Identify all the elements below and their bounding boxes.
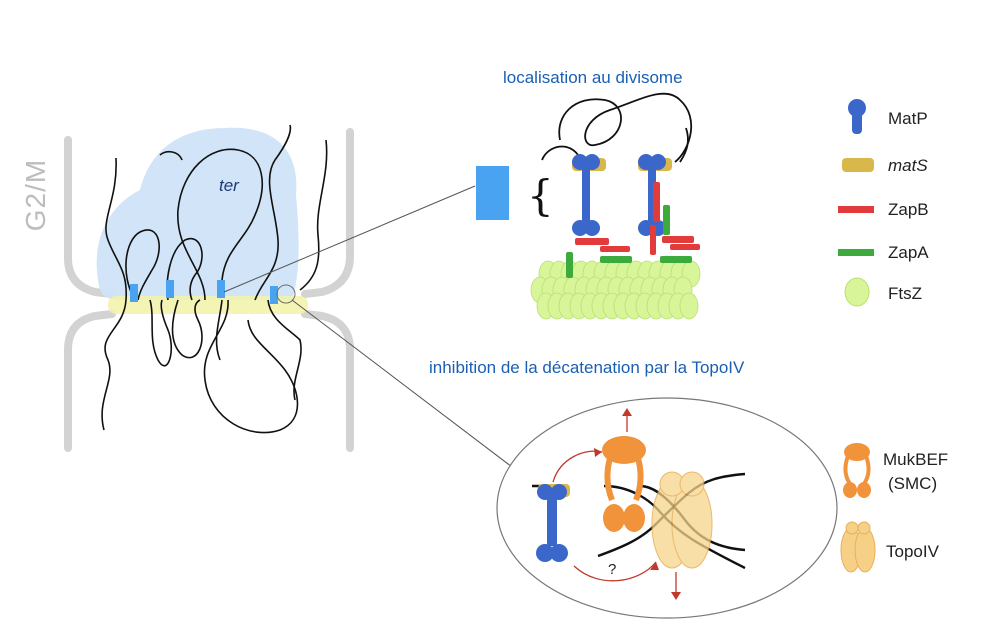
phase-label: G2/M	[20, 158, 51, 232]
brace: {	[527, 171, 554, 220]
cell-envelope	[64, 128, 354, 452]
legend-mukbef-icon	[843, 443, 871, 498]
topoiv-enzyme	[651, 471, 713, 569]
chromosome-dna	[101, 124, 328, 434]
legend-ftsz-icon	[844, 277, 870, 307]
legend-topoiv-label: TopoIV	[886, 542, 939, 561]
zoom-circle-small	[276, 284, 296, 304]
ter-label: ter	[219, 176, 239, 195]
legend-zapa-label: ZapA	[888, 243, 929, 262]
zapa-rods	[566, 205, 692, 278]
legend-mats-icon	[842, 158, 874, 172]
legend-matp-label: MatP	[888, 109, 928, 128]
legend-mukbef-sublabel: (SMC)	[888, 474, 938, 493]
inset-matp	[536, 484, 568, 562]
ter-sites	[130, 280, 278, 304]
inset-arrowheads	[594, 408, 681, 600]
inset-mukbef	[602, 436, 646, 532]
matp-dimer-left	[572, 154, 600, 236]
division-septum	[108, 296, 308, 314]
phase-label-box: G2/M	[12, 130, 60, 260]
legend-mukbef-label: MukBEF	[883, 450, 949, 469]
connector-bottom	[291, 299, 517, 471]
ter-region	[96, 127, 299, 300]
zapb-rods	[575, 182, 700, 255]
legend-zapb-icon	[838, 206, 874, 213]
legend-zapa-icon	[838, 249, 874, 256]
question-mark: ?	[608, 561, 617, 578]
legend-mats-label: matS	[888, 156, 928, 175]
ftsz-filament-layer	[530, 260, 701, 320]
legend-topoiv-icon	[840, 521, 876, 573]
ter-site-enlarged	[476, 166, 509, 220]
section-top-title: localisation au divisome	[503, 68, 683, 87]
connector-top	[223, 185, 476, 293]
legend-ftsz-label: FtsZ	[888, 284, 922, 303]
divisome-dna	[541, 92, 692, 163]
matp-dimer-right	[638, 154, 666, 236]
ftsz-subunit	[679, 292, 699, 320]
legend-matp-icon	[848, 99, 866, 134]
legend-zapb-label: ZapB	[888, 200, 929, 219]
section-bottom-title: inhibition de la décatenation par la Top…	[429, 358, 745, 377]
